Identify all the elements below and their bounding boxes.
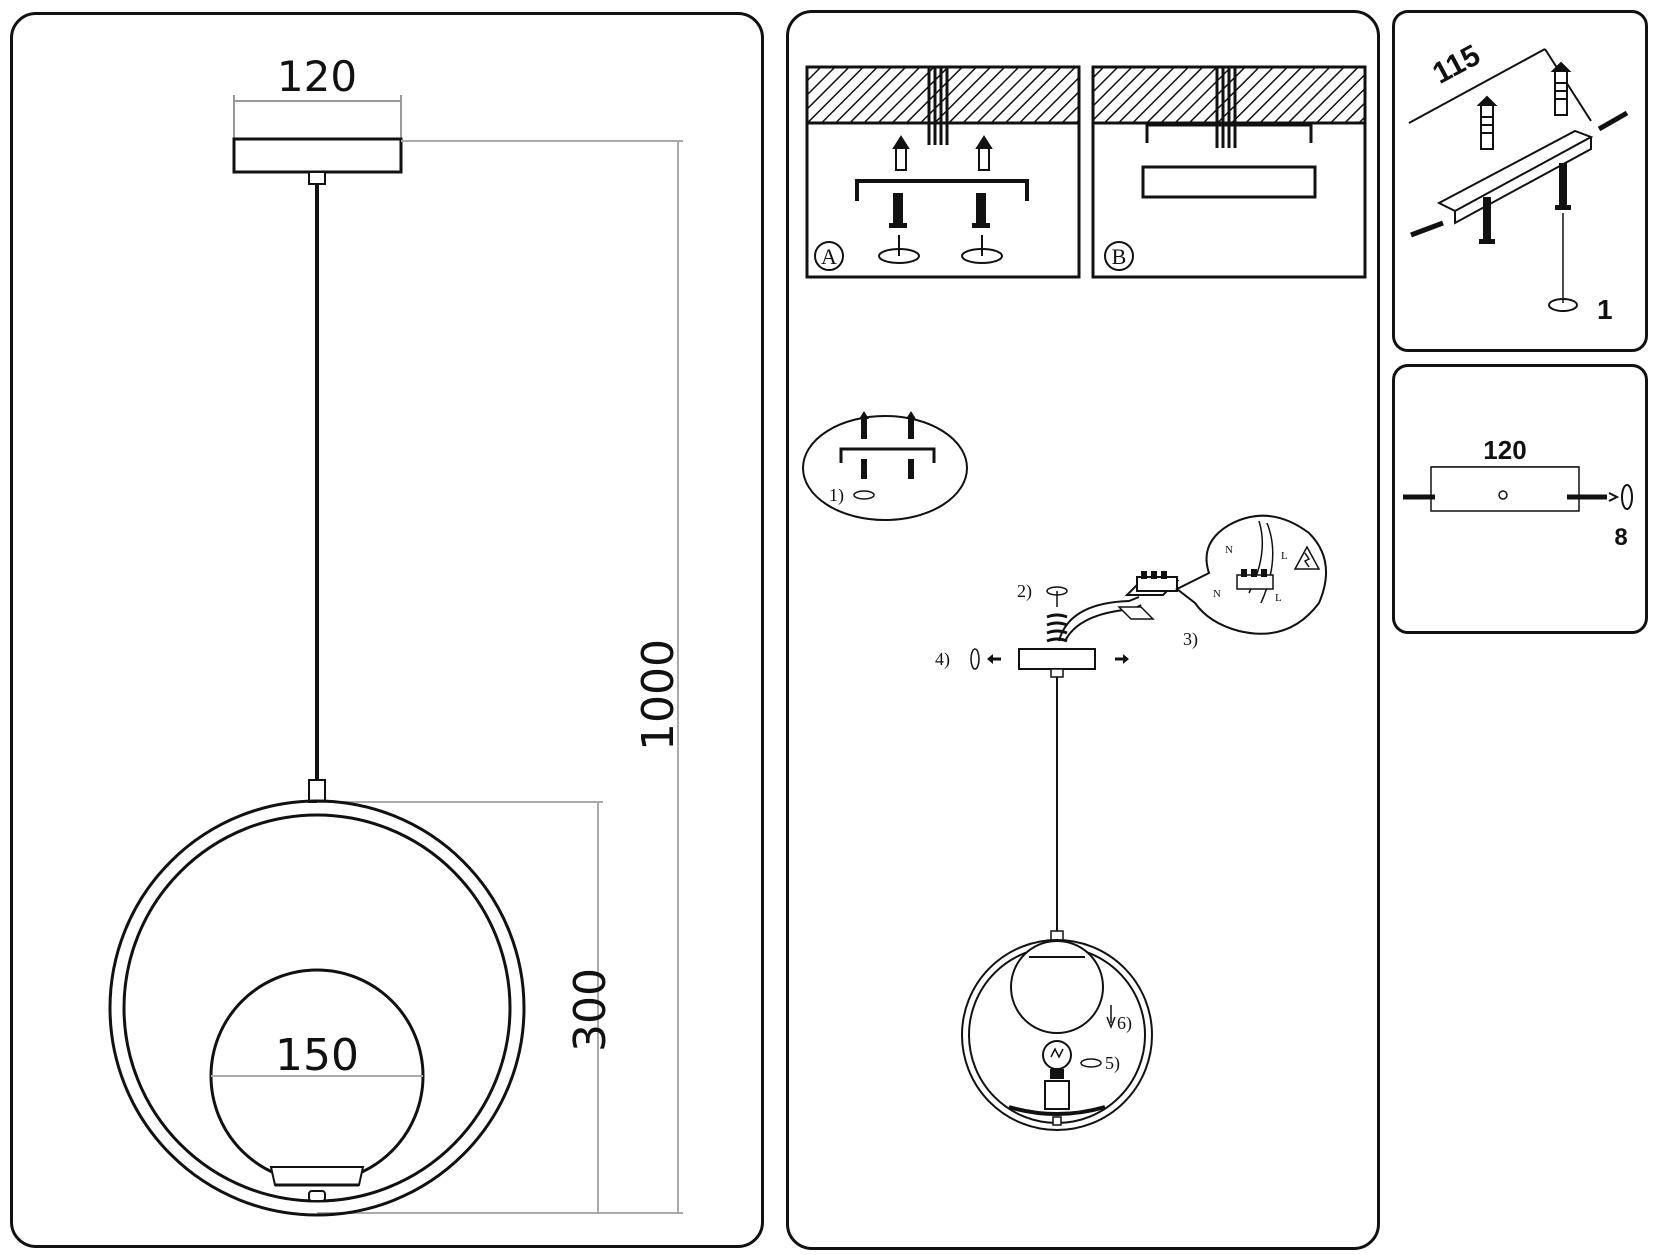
installation-panel: A B 1) 2)	[786, 10, 1380, 1250]
step1-label: 1)	[829, 485, 844, 506]
dimension-drawing: 120 1000 300 150	[108, 52, 684, 1217]
wiring-neutral-bottom: N	[1213, 588, 1221, 600]
option-b-label: B	[1112, 244, 1127, 269]
step3-label: 3)	[1183, 629, 1198, 650]
canopy-width-label: 120	[277, 52, 357, 101]
canopy-side-view	[1430, 466, 1580, 512]
assembly-drawing: 2) 3) 4)	[935, 571, 1198, 1131]
screw-count-label: 8	[1614, 524, 1627, 551]
wiring-live-bottom: L	[1275, 592, 1282, 604]
wiring-callout: N L N L	[1175, 514, 1327, 635]
canopy-detail-drawing: 120 8	[1403, 435, 1633, 551]
bracket-drawing: 115 1	[1408, 39, 1629, 325]
ring-diameter-label: 300	[565, 968, 616, 1052]
outer-ring	[108, 799, 526, 1217]
total-height-label: 1000	[633, 639, 684, 751]
step2-label: 2)	[1017, 581, 1032, 602]
bracket-spacing-label: 115	[1427, 39, 1485, 91]
bracket-panel: 115 1	[1392, 10, 1648, 352]
ceiling-option-b: B	[1091, 65, 1367, 279]
canopy-detail-panel: 120 8	[1392, 364, 1648, 634]
dimension-panel: 120 1000 300 150	[10, 12, 764, 1248]
wiring-neutral-top: N	[1225, 544, 1233, 556]
canopy	[232, 137, 403, 174]
installation-drawing: A B 1) 2)	[802, 65, 1367, 1131]
anchor-count-label: 1	[1597, 294, 1613, 325]
wiring-live-top: L	[1281, 550, 1288, 562]
step5-label: 5)	[1105, 1053, 1120, 1074]
ceiling-option-a: A	[805, 65, 1081, 279]
canopy-detail-width-label: 120	[1483, 435, 1526, 465]
step6-label: 6)	[1117, 1013, 1132, 1034]
step1-oval: 1)	[802, 411, 968, 521]
globe-diameter-label: 150	[275, 1030, 359, 1081]
option-a-label: A	[821, 244, 837, 269]
step4-label: 4)	[935, 649, 950, 670]
warning-icon	[1293, 545, 1321, 570]
